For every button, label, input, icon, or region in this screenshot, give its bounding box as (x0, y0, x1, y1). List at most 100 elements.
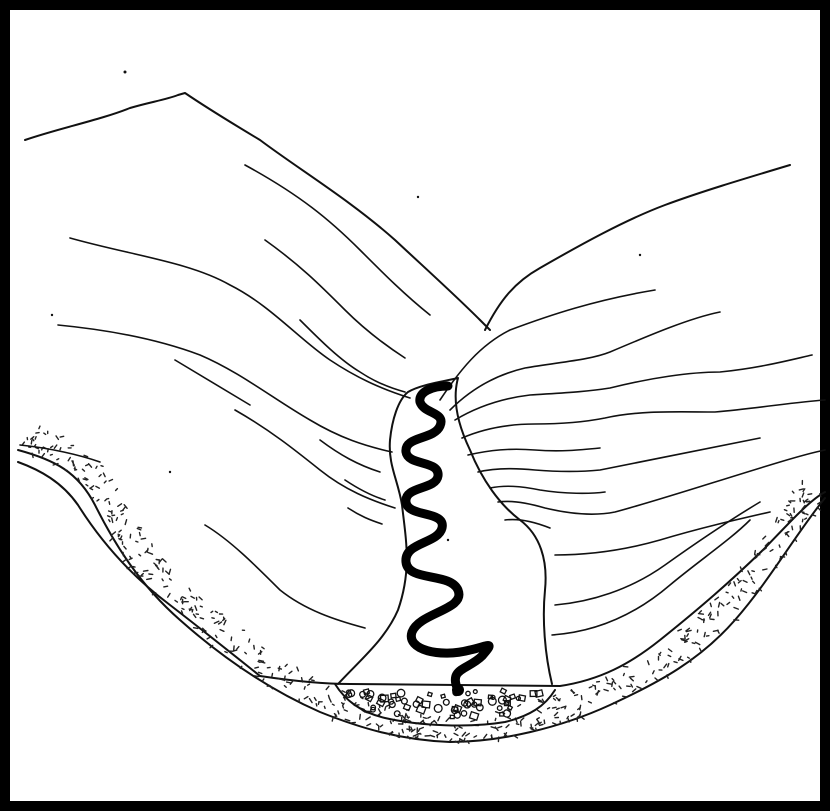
stipple-mark (147, 579, 152, 580)
stipple-mark (60, 448, 61, 450)
stipple-mark (623, 666, 627, 667)
stipple-mark (820, 494, 821, 497)
stipple-mark (407, 729, 411, 730)
stipple-mark (231, 637, 232, 640)
stipple-mark (50, 455, 52, 456)
stipple-mark (249, 639, 250, 642)
stipple-mark (780, 557, 781, 560)
stipple-mark (629, 676, 634, 677)
stipple-mark (623, 696, 628, 697)
stipple-mark (212, 618, 214, 619)
stipple-mark (688, 657, 690, 658)
stipple-mark (318, 702, 319, 704)
stipple-mark (624, 674, 625, 676)
stipple-mark (194, 628, 198, 629)
speck (447, 539, 449, 541)
stipple-mark (108, 516, 111, 517)
stipple-mark (593, 685, 596, 686)
stipple-mark (553, 707, 557, 708)
stipple-mark (752, 571, 754, 572)
stipple-mark (580, 705, 581, 709)
stipple-mark (200, 618, 203, 619)
stipple-mark (537, 718, 539, 719)
stipple-mark (778, 521, 779, 523)
stipple-mark (548, 708, 550, 709)
stipple-mark (258, 662, 260, 663)
stipple-mark (261, 662, 265, 663)
stipple-mark (787, 505, 790, 506)
speck (51, 314, 53, 316)
stipple-mark (109, 511, 112, 512)
stipple-mark (704, 633, 705, 637)
stipple-mark (781, 519, 784, 520)
stipple-mark (138, 527, 141, 528)
stipple-mark (60, 436, 64, 437)
stipple-mark (96, 466, 97, 468)
stipple-mark (338, 711, 339, 714)
stipple-mark (710, 603, 711, 606)
stipple-mark (784, 510, 786, 511)
stipple-mark (144, 571, 148, 572)
stipple-mark (531, 729, 534, 730)
stipple-mark (755, 555, 758, 556)
stipple-mark (681, 639, 685, 640)
stipple-mark (418, 729, 419, 731)
stipple-mark (133, 567, 135, 568)
stipple-mark (646, 681, 647, 683)
stipple-mark (612, 682, 613, 686)
stipple-mark (133, 572, 138, 573)
stipple-mark (136, 541, 138, 542)
stipple-mark (35, 437, 36, 440)
stipple-mark (807, 501, 810, 502)
stipple-mark (699, 614, 704, 615)
stipple-mark (189, 609, 191, 610)
stipple-mark (752, 593, 754, 594)
stream-mouth (452, 684, 464, 696)
stipple-mark (779, 545, 780, 547)
stipple-mark (259, 660, 264, 661)
stipple-mark (31, 441, 32, 444)
stipple-mark (101, 466, 103, 467)
stipple-mark (156, 560, 159, 561)
stipple-mark (802, 519, 803, 522)
speck (639, 254, 641, 256)
stipple-mark (575, 695, 578, 696)
stipple-mark (805, 518, 807, 519)
stipple-mark (308, 684, 310, 685)
stipple-mark (32, 453, 33, 457)
stipple-mark (344, 698, 345, 701)
stipple-mark (741, 589, 742, 591)
stipple-mark (162, 579, 163, 581)
stipple-mark (565, 706, 566, 709)
stipple-mark (713, 630, 718, 631)
stipple-mark (57, 459, 59, 460)
stipple-mark (763, 569, 767, 570)
stipple-mark (254, 646, 255, 650)
stipple-mark (521, 721, 522, 726)
stipple-mark (121, 514, 123, 515)
speck (417, 196, 419, 198)
stipple-mark (516, 724, 518, 725)
stipple-mark (692, 643, 695, 644)
stipple-mark (141, 538, 145, 539)
stipple-mark (65, 470, 67, 471)
stipple-mark (312, 680, 315, 681)
stipple-mark (803, 513, 805, 514)
stipple-mark (544, 720, 545, 724)
stipple-mark (659, 654, 660, 656)
stipple-mark (329, 695, 330, 697)
stipple-mark (109, 502, 110, 505)
stipple-mark (272, 674, 273, 677)
stipple-mark (806, 514, 808, 515)
stipple-mark (540, 724, 544, 725)
stipple-mark (799, 489, 803, 490)
stipple-mark (390, 721, 391, 723)
stipple-mark (304, 687, 305, 689)
stipple-mark (413, 735, 416, 736)
stipple-mark (751, 577, 752, 579)
stipple-mark (215, 611, 217, 612)
stipple-mark (324, 706, 325, 708)
stipple-mark (536, 728, 537, 730)
stipple-mark (607, 683, 612, 684)
